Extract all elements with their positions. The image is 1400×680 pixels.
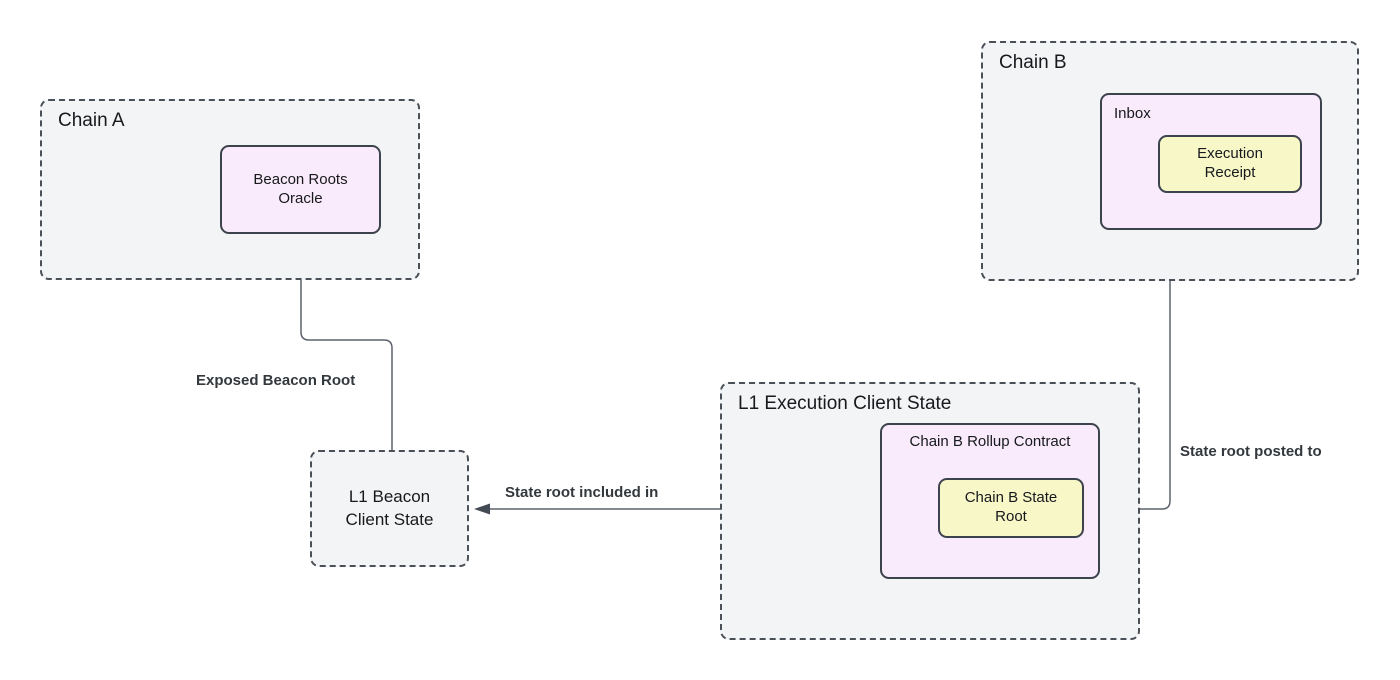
l1-beacon-client-state-label: L1 Beacon Client State bbox=[345, 487, 434, 529]
state-root-included-in-edge-label: State root included in bbox=[505, 484, 659, 501]
chain-b-label: Chain B bbox=[999, 52, 1067, 73]
arrowhead-state-root-included-in-icon bbox=[474, 503, 490, 515]
chain-b-rollup-contract-label: Chain B Rollup Contract bbox=[909, 433, 1071, 450]
l1-beacon-client-state-node: L1 Beacon Client State bbox=[310, 450, 469, 567]
edge-exposed-beacon-root bbox=[300, 250, 393, 450]
inbox-label: Inbox bbox=[1114, 105, 1151, 122]
chain-b-state-root-label: Chain B State Root bbox=[964, 489, 1058, 525]
state-root-posted-to-edge-label: State root posted to bbox=[1180, 443, 1322, 460]
beacon-roots-oracle-label: Beacon Roots Oracle bbox=[253, 170, 348, 207]
beacon-roots-oracle-node: Beacon Roots Oracle bbox=[220, 145, 381, 234]
chain-b-state-root-node: Chain B State Root bbox=[938, 478, 1084, 538]
chain-a-label: Chain A bbox=[58, 110, 125, 131]
execution-receipt-label: Execution Receipt bbox=[1197, 145, 1263, 181]
execution-receipt-node: Execution Receipt bbox=[1158, 135, 1302, 193]
l1-execution-client-state-label: L1 Execution Client State bbox=[738, 393, 952, 414]
exposed-beacon-root-edge-label: Exposed Beacon Root bbox=[196, 372, 356, 389]
